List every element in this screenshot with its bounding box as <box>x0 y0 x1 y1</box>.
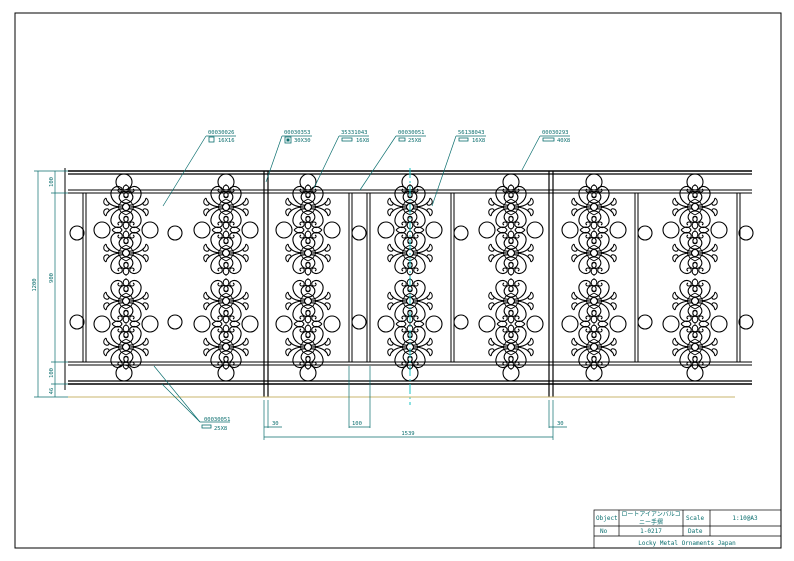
ornament-panel <box>94 185 158 369</box>
flat-bar-icon <box>201 424 212 429</box>
dim-h-spacing: 100 <box>352 421 362 427</box>
dim-v-total: 1200 <box>32 278 38 291</box>
title-scale-value: 1:10@A3 <box>732 515 758 522</box>
flat-bar-icon <box>341 137 353 142</box>
square-section-icon <box>208 136 215 143</box>
sheet-border <box>14 12 782 549</box>
callout-code: 56138043 <box>458 130 485 136</box>
callout-00030353[interactable]: 00030353 30X30 <box>284 130 311 144</box>
callout-code: 00030051 <box>398 130 425 136</box>
callout-size: 16X16 <box>218 138 235 144</box>
flat-bar-icon <box>542 137 555 142</box>
dim-h-right: 30 <box>557 421 564 427</box>
ornament-panel <box>479 185 543 369</box>
title-object-label: Object <box>596 515 618 522</box>
callout-size: 25X8 <box>214 426 227 432</box>
side-rings <box>69 225 754 330</box>
horizontal-dimensions <box>263 366 567 440</box>
dim-h-left: 30 <box>272 421 279 427</box>
dim-v-middle: 900 <box>49 273 55 283</box>
flat-bar-icon <box>398 137 406 142</box>
dim-v-bottom: 100 <box>49 368 55 378</box>
title-block <box>593 509 782 549</box>
callout-00030051[interactable]: 00030051 25X8 <box>398 130 425 144</box>
title-object-value-line1: ロートアイアンバルコ <box>621 511 680 518</box>
callout-size: 25X8 <box>408 138 421 144</box>
callout-code: 00030293 <box>542 130 569 136</box>
ornament-panel <box>562 185 626 369</box>
ornament-panel <box>663 185 727 369</box>
dim-v-ground: 46 <box>49 388 55 395</box>
flat-bar-icon <box>458 137 469 142</box>
square-section-icon <box>284 136 292 144</box>
callout-size: 16X8 <box>356 138 369 144</box>
title-object-value-line2: ニー手摺 <box>639 518 663 526</box>
title-date-label: Date <box>688 528 703 535</box>
callout-code: 35331043 <box>341 130 368 136</box>
callout-size: 40X8 <box>557 138 570 144</box>
title-company: Locky Metal Ornaments Japan <box>638 540 736 547</box>
title-scale-label: Scale <box>686 515 704 522</box>
dim-h-total: 1539 <box>401 431 414 437</box>
callout-00030051-bottom[interactable]: 00030051 25X8 <box>201 417 231 432</box>
callout-code: 00030026 <box>208 130 235 136</box>
title-no-value: 1-0217 <box>640 528 662 535</box>
callout-56138043[interactable]: 56138043 16X8 <box>458 130 485 144</box>
callout-size: 30X30 <box>294 138 311 144</box>
callout-code: 00030353 <box>284 130 311 136</box>
callout-00030293[interactable]: 00030293 40X8 <box>542 130 570 144</box>
ornament-panel <box>276 185 340 369</box>
callout-size: 16X8 <box>472 138 485 144</box>
callout-code: 00030051 <box>204 417 231 423</box>
title-no-label: No <box>600 528 608 535</box>
vertical-dimensions <box>34 170 68 398</box>
dim-v-top: 100 <box>49 177 55 187</box>
square-section-inner-icon <box>286 138 290 142</box>
ornament-panel <box>194 185 258 369</box>
callout-leaders <box>153 135 570 423</box>
callout-00030026[interactable]: 00030026 16X16 <box>208 130 235 144</box>
callout-35331043[interactable]: 35331043 16X8 <box>341 130 369 144</box>
